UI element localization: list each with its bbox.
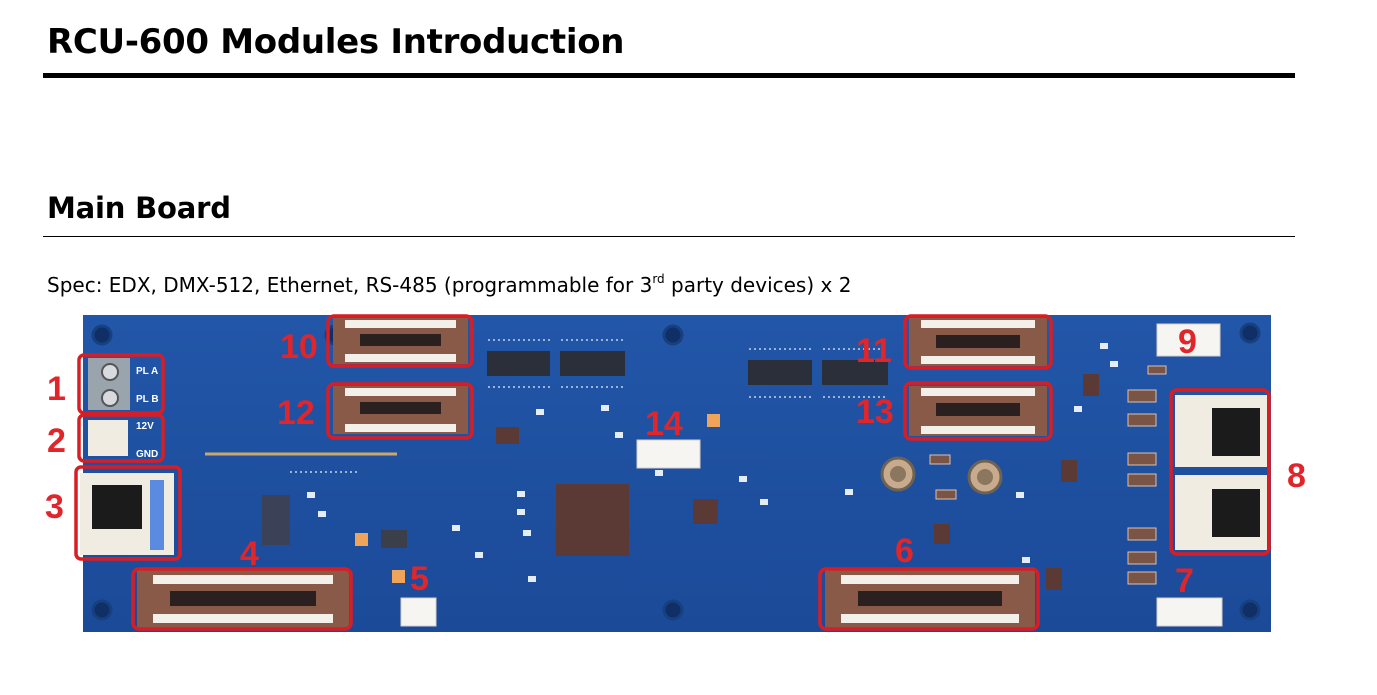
- callout-14: 14: [645, 405, 683, 443]
- rj-jack-3: [80, 473, 174, 555]
- callout-7: 7: [1175, 562, 1194, 600]
- callout-6: 6: [895, 532, 914, 570]
- rj-jack-8-bottom: [1175, 475, 1267, 550]
- callout-8: 8: [1287, 457, 1306, 495]
- callout-3: 3: [45, 488, 64, 526]
- callout-boxes: [74, 314, 1271, 631]
- callout-2: 2: [47, 422, 66, 460]
- silk-pla: PL A: [136, 366, 158, 377]
- callout-9: 9: [1178, 323, 1197, 361]
- callout-1: 1: [47, 370, 66, 408]
- callout-12: 12: [277, 394, 315, 432]
- callout-5: 5: [410, 560, 429, 598]
- silk-gnd: GND: [136, 449, 158, 460]
- section-heading: Main Board: [47, 191, 231, 225]
- title-underline: [43, 73, 1295, 78]
- callout-10: 10: [280, 328, 318, 366]
- rj-jack-8-top: [1175, 395, 1267, 467]
- section-underline: [43, 236, 1295, 237]
- callout-11: 11: [856, 332, 892, 370]
- silk-12v: 12V: [136, 421, 154, 432]
- callout-13: 13: [856, 393, 894, 431]
- page-title: RCU-600 Modules Introduction: [47, 22, 625, 62]
- silk-plb: PL B: [136, 394, 159, 405]
- callout-4: 4: [240, 535, 259, 573]
- spec-line: Spec: EDX, DMX-512, Ethernet, RS-485 (pr…: [47, 272, 852, 297]
